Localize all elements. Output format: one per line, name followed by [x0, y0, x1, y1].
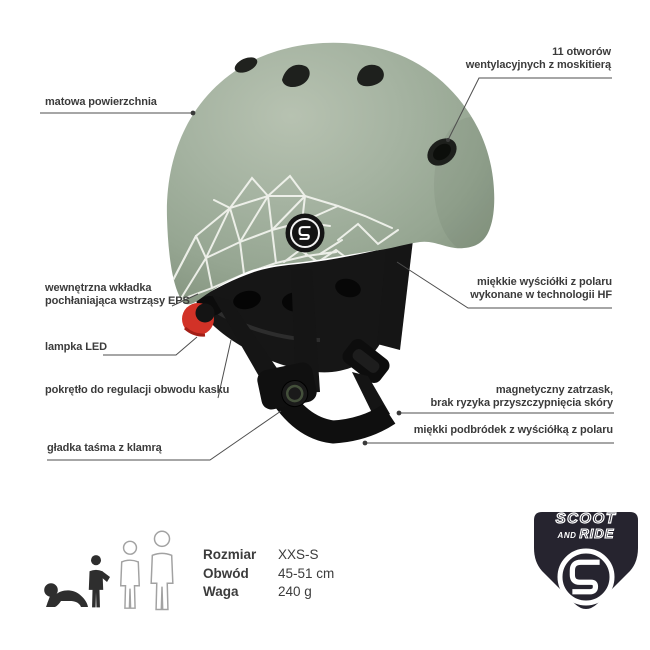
leader-line — [217, 339, 232, 399]
strap — [212, 240, 413, 393]
spec-label: Obwód — [203, 565, 249, 581]
callout-chin-pad: miękki podbródek z wyściółką z polaru — [413, 424, 613, 436]
vent-icons — [234, 57, 457, 166]
callout-vents: 11 otworów wentylacyjnych z moskitierą — [465, 46, 611, 71]
callout-eps-liner: wewnętrzna wkładka pochłaniająca wstrząs… — [45, 282, 190, 307]
toddler-icon — [88, 555, 110, 608]
leader-line — [47, 410, 282, 461]
chin-pad — [267, 382, 396, 444]
strap-adjuster — [342, 339, 390, 383]
spec-value: XXS-S — [278, 547, 319, 562]
callout-magnetic-buckle: magnetyczny zatrzask, brak ryzyka przysz… — [430, 384, 614, 409]
brand-wordmark-andride: AND RIDE — [533, 526, 639, 541]
leader-dots — [190, 110, 450, 446]
baby-crawling-icon — [44, 583, 88, 607]
vent-icon — [427, 138, 457, 166]
callout-adjustment-dial: pokrętło do regulacji obwodu kasku — [45, 384, 230, 396]
callout-fleece-padding: miękkie wyściółki z polaru wykonane w te… — [470, 276, 612, 301]
child-large-icon — [150, 530, 174, 611]
vent-icon — [357, 64, 384, 87]
spec-label: Rozmiar — [203, 547, 257, 562]
vent-icon — [282, 64, 310, 88]
brand-wordmark-and: AND — [557, 531, 577, 540]
leader-line — [103, 336, 198, 356]
leader-line — [447, 77, 612, 141]
brand-logo-icon — [285, 213, 325, 253]
vent-icon — [234, 57, 258, 73]
callout-matte-surface: matowa powierzchnia — [45, 96, 157, 108]
spec-value: 240 g — [278, 584, 312, 599]
leader-line — [396, 261, 612, 309]
helmet-shading — [434, 117, 495, 253]
size-figures — [44, 530, 174, 611]
brand-wordmark-ride: RIDE — [579, 526, 615, 541]
spec-label: Waga — [203, 584, 239, 599]
child-small-icon — [120, 540, 140, 609]
magnetic-buckle-icon — [257, 362, 317, 410]
brand-badge-icon — [534, 512, 638, 609]
brand-ring-logo-icon — [557, 548, 615, 606]
brand-wordmark-scoot: SCOOT — [555, 510, 617, 527]
callout-strap-buckle: gładka taśma z klamrą — [47, 442, 162, 454]
spec-value: 45-51 cm — [278, 565, 335, 581]
size-spec-table: Rozmiar XXS-S Obwód 45-51 cm Waga 240 g — [203, 546, 334, 602]
callout-led-lamp: lampka LED — [45, 341, 107, 353]
leader-line — [171, 293, 199, 307]
leader-lines — [40, 77, 614, 461]
